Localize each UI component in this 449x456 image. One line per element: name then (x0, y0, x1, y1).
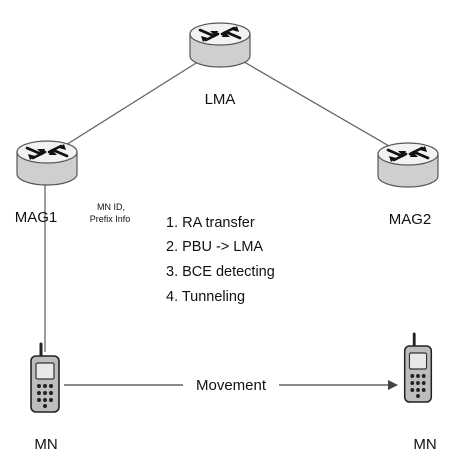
lma-router-icon (188, 21, 252, 69)
step-2: 2. PBU -> LMA (166, 239, 263, 255)
mag1-label: MAG1 (15, 209, 58, 226)
movement-label-bg (183, 375, 279, 395)
step-1: 1. RA transfer (166, 215, 255, 231)
lma-label: LMA (205, 91, 236, 108)
mag1-note-line2: Prefix Info (90, 214, 131, 224)
mag1-router-icon (15, 139, 79, 187)
mag1-note-line1: MN ID, (97, 202, 125, 212)
mag2-label: MAG2 (389, 211, 432, 228)
step-3: 3. BCE detecting (166, 264, 275, 280)
movement-label: Movement (196, 377, 267, 394)
mn-left-phone-icon (29, 342, 61, 414)
link-lma-mag2 (219, 47, 409, 158)
link-lma-mag1 (49, 47, 221, 156)
mag2-router-icon (376, 141, 440, 189)
mn-right-label: MN (413, 436, 436, 453)
mn-right-phone-icon (403, 332, 433, 404)
mn-left-label: MN (34, 436, 57, 453)
step-4: 4. Tunneling (166, 289, 245, 305)
